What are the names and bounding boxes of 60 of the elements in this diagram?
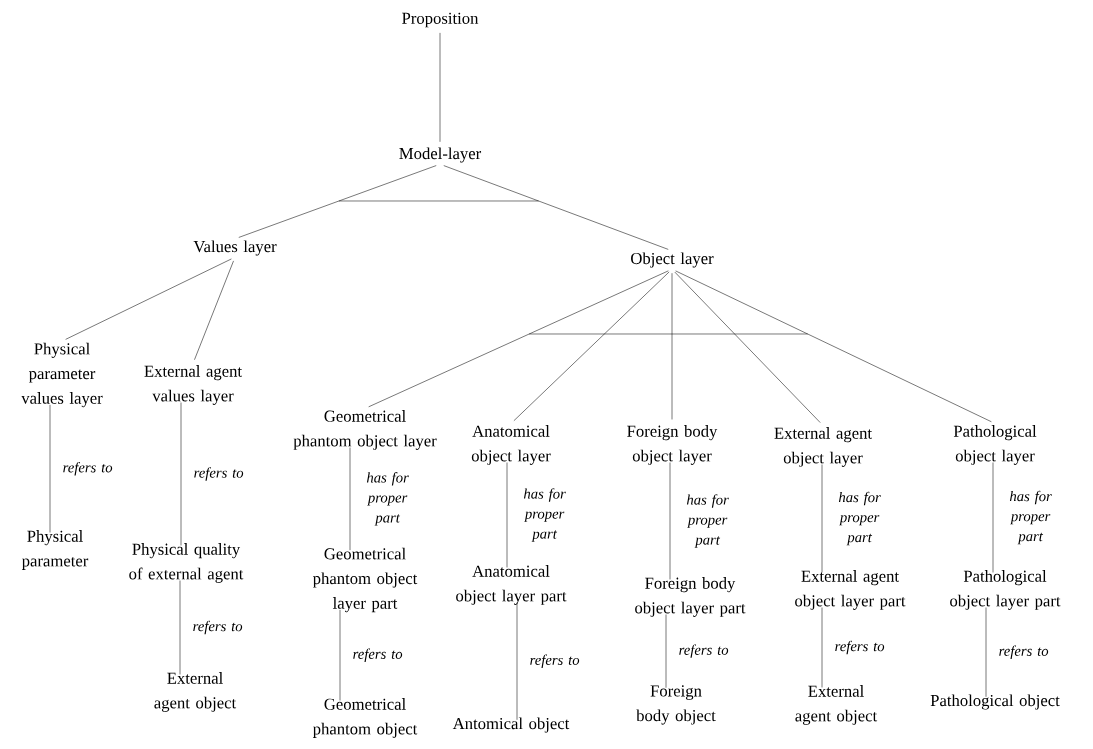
node-label: Anatomical object layer part bbox=[456, 565, 567, 605]
connector-line bbox=[665, 614, 667, 688]
connector-line bbox=[368, 270, 669, 408]
node-label: External agent values layer bbox=[144, 365, 242, 405]
edge-label: refers to bbox=[679, 644, 729, 658]
node-label: External agent object layer part bbox=[795, 570, 906, 610]
node-label: Physical parameter values layer bbox=[21, 342, 103, 408]
edge-label: refers to bbox=[530, 654, 580, 668]
node-label: Geometrical phantom object layer bbox=[293, 410, 437, 450]
connector-line bbox=[439, 32, 441, 143]
connector-line bbox=[194, 260, 234, 361]
edge-label: refers to bbox=[835, 640, 885, 655]
connector-line bbox=[516, 602, 518, 721]
edge-label: refers to bbox=[999, 645, 1049, 659]
connector-line bbox=[513, 271, 670, 421]
edge-label: has for proper part bbox=[523, 488, 566, 542]
connector-line bbox=[821, 607, 823, 688]
connector-line bbox=[671, 272, 673, 420]
node-label: External agent object bbox=[795, 685, 878, 725]
node-label: Foreign body object bbox=[636, 685, 716, 725]
connector-line bbox=[238, 165, 437, 238]
node-label: Pathological object layer part bbox=[950, 570, 1061, 610]
edge-label: refers to bbox=[193, 620, 243, 635]
node-label: Physical quality of external agent bbox=[129, 543, 244, 583]
edge-label: has for proper part bbox=[838, 491, 881, 546]
edge-label: refers to bbox=[194, 467, 244, 481]
connector-line bbox=[443, 165, 669, 250]
edge-label: has for proper part bbox=[1009, 490, 1052, 545]
node-label: Foreign body object layer part bbox=[635, 577, 746, 617]
node-label: Geometrical phantom object bbox=[313, 698, 418, 738]
node-label: Pathological object bbox=[930, 694, 1060, 710]
connector-line bbox=[821, 464, 823, 573]
edge-label: has for proper part bbox=[686, 494, 729, 548]
connector-line bbox=[349, 447, 351, 551]
connector-line bbox=[65, 258, 232, 340]
connector-line bbox=[675, 270, 992, 423]
connector-line bbox=[992, 462, 994, 573]
edge-label: has for proper part bbox=[366, 472, 409, 526]
node-label: External agent object bbox=[154, 672, 237, 712]
connector-line bbox=[180, 402, 182, 546]
node-label: Model-layer bbox=[399, 147, 482, 163]
node-label: Proposition bbox=[402, 12, 479, 28]
node-label: Antomical object bbox=[452, 717, 570, 733]
node-label: Geometrical phantom object layer part bbox=[313, 547, 418, 613]
edge-label: refers to bbox=[353, 648, 403, 662]
connector-line bbox=[985, 607, 987, 698]
connector-line bbox=[669, 462, 671, 580]
connector-line bbox=[49, 404, 51, 533]
node-label: Physical parameter bbox=[21, 530, 89, 570]
node-label: External agent object layer bbox=[774, 427, 872, 467]
edge-label: refers to bbox=[63, 461, 113, 476]
connector-line bbox=[506, 462, 508, 568]
node-label: Anatomical object layer bbox=[471, 425, 551, 465]
connector-line bbox=[339, 609, 341, 701]
connector-line bbox=[674, 271, 821, 423]
connector-line bbox=[179, 580, 181, 675]
node-label: Pathological object layer bbox=[953, 425, 1037, 465]
node-label: Values layer bbox=[193, 240, 277, 256]
node-label: Foreign body object layer bbox=[627, 425, 718, 465]
node-label: Object layer bbox=[631, 252, 714, 268]
